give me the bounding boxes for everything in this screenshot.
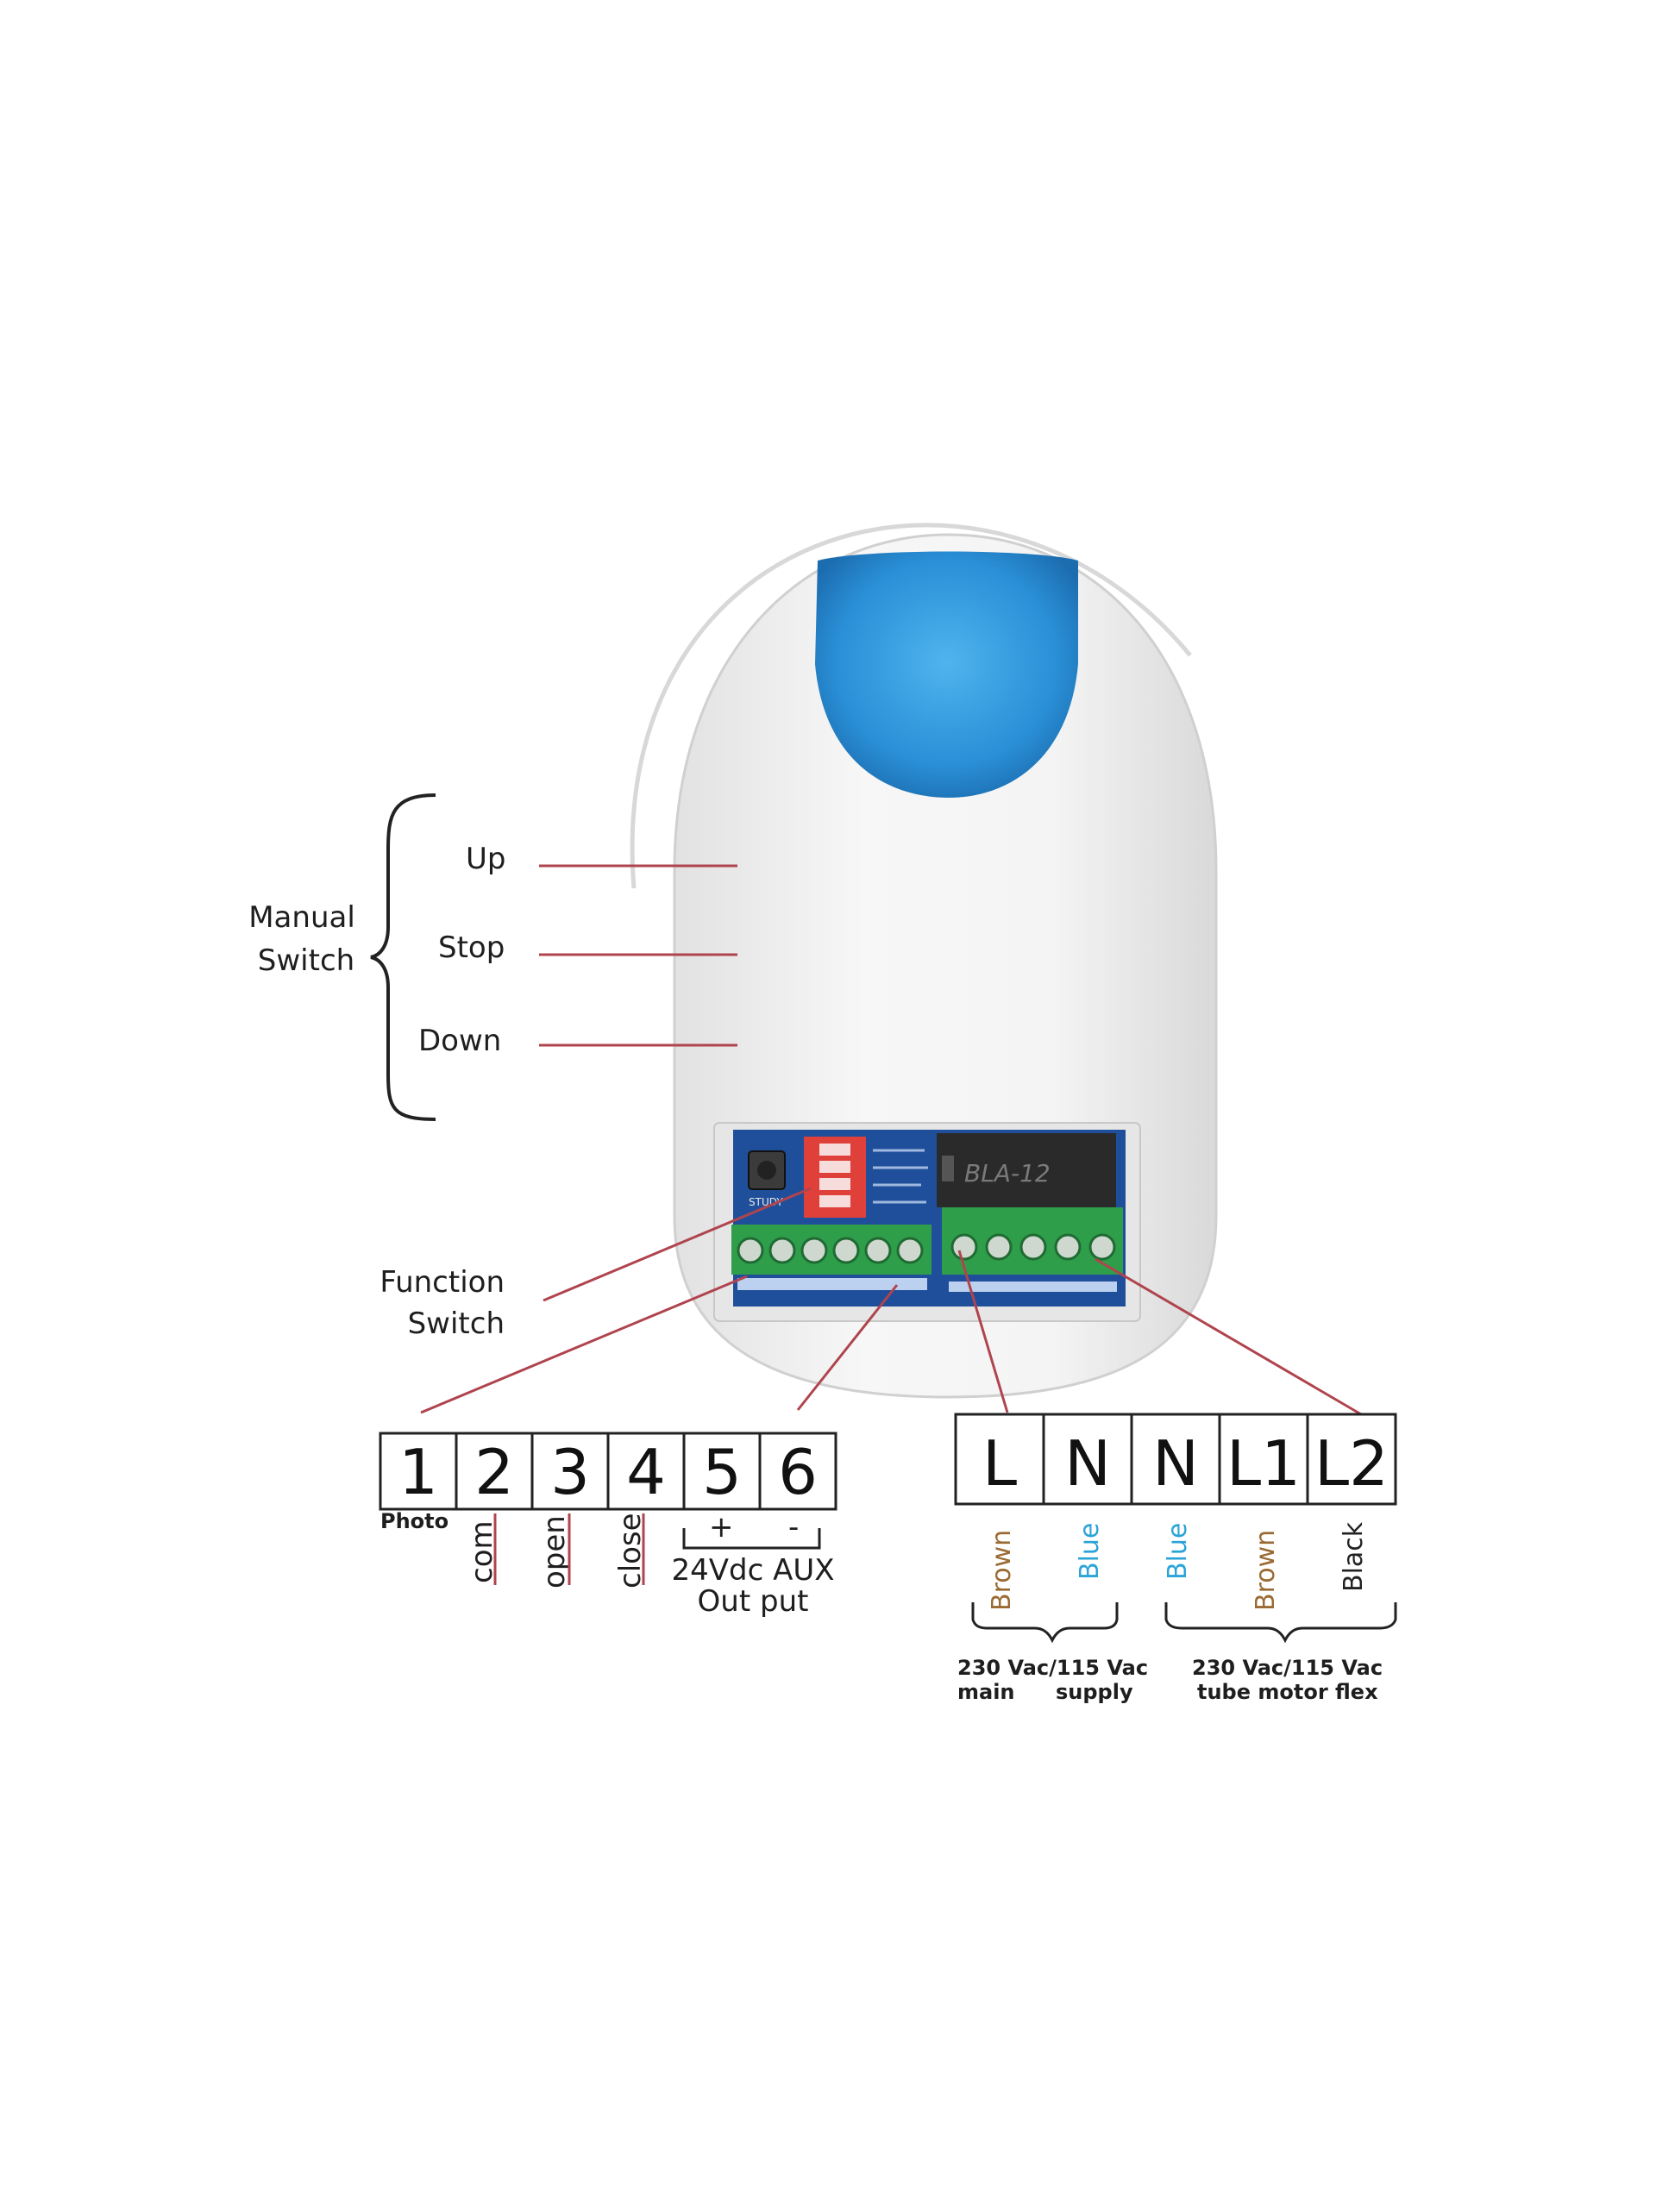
label-up: Up	[466, 842, 505, 876]
right-terminal-cell	[1042, 1413, 1133, 1506]
blue-cap	[815, 551, 1078, 798]
relay-label: BLA-12	[964, 1159, 1051, 1187]
antenna-wire	[630, 523, 1192, 889]
left-terminal-cell	[758, 1432, 837, 1511]
manual-switch-title: Manual	[248, 900, 355, 935]
right-terminal-letter: L1	[1226, 1427, 1301, 1500]
function-switch-leader	[543, 1187, 812, 1302]
left-screw	[864, 1237, 892, 1264]
photo-label: Photo	[380, 1509, 448, 1533]
motor-line-1: 230 Vac/115 Vac	[1192, 1656, 1383, 1680]
left-terminal-cell	[682, 1432, 762, 1511]
right-screw	[1088, 1233, 1116, 1261]
left-table-leader-1	[420, 1275, 748, 1414]
left-terminal-cell	[530, 1432, 610, 1511]
motor-brace	[1164, 1602, 1397, 1644]
right-terminal-legend	[949, 1281, 1117, 1292]
wire-label-blue: Blue	[1075, 1523, 1105, 1580]
study-label: STUDY	[749, 1196, 783, 1208]
left-terminal-cell	[455, 1432, 534, 1511]
left-screws	[737, 1237, 924, 1264]
right-terminal-letter: N	[1152, 1427, 1199, 1500]
right-screw	[1019, 1233, 1047, 1261]
dip-switch[interactable]	[804, 1137, 866, 1218]
right-terminal-letter: N	[1064, 1427, 1111, 1500]
right-terminal-cell	[1130, 1413, 1221, 1506]
relay	[937, 1133, 1116, 1207]
right-table-leader-2	[1095, 1257, 1362, 1416]
dip-legend-lines	[873, 1149, 928, 1204]
right-screws	[950, 1233, 1116, 1261]
left-terminal-number: 1	[398, 1436, 438, 1508]
supply-main: main	[957, 1680, 1015, 1704]
wire-label-brown: Brown	[987, 1530, 1017, 1611]
label-down: Down	[418, 1024, 501, 1058]
wire-label-blue: Blue	[1163, 1523, 1193, 1580]
function-switch-label: Function	[380, 1265, 505, 1300]
right-terminal-letter: L	[982, 1427, 1017, 1500]
left-screw	[832, 1237, 860, 1264]
left-terminal-number: 2	[474, 1436, 514, 1508]
manual-switch-annotation: Manual Switch Up Stop Down	[248, 793, 737, 1121]
relay-fuse	[942, 1156, 954, 1181]
manual-switch-title-2: Switch	[258, 943, 354, 978]
right-screw	[985, 1233, 1013, 1261]
function-switch-label-2: Switch	[408, 1307, 505, 1341]
aux-bracket	[682, 1528, 821, 1550]
left-terminal-number: 4	[626, 1436, 666, 1508]
aux-plus: +	[709, 1510, 734, 1545]
open-label: open	[537, 1515, 572, 1589]
study-button-cap	[757, 1161, 776, 1180]
right-screw	[950, 1233, 978, 1261]
underlines	[493, 1513, 645, 1585]
supply-supply: supply	[1056, 1680, 1133, 1704]
com-label: com	[465, 1520, 499, 1583]
left-terminal-cell	[379, 1432, 458, 1511]
aux-line-2: Out put	[698, 1584, 809, 1619]
wire-label-brown: Brown	[1251, 1530, 1281, 1611]
wire-label-black: Black	[1339, 1521, 1369, 1592]
aux-line-1: 24Vdc AUX	[671, 1553, 834, 1588]
left-screw	[768, 1237, 796, 1264]
left-screw	[737, 1237, 764, 1264]
left-terminal-number: 3	[550, 1436, 590, 1508]
right-terminal-cell	[1306, 1413, 1397, 1506]
close-label: close	[613, 1513, 648, 1589]
right-screw	[1054, 1233, 1082, 1261]
right-terminal-letter: L2	[1314, 1427, 1389, 1500]
motor-line-2: tube motor flex	[1197, 1680, 1378, 1704]
wire-color-labels: Brown Blue Blue Brown Black	[987, 1521, 1369, 1611]
label-stop: Stop	[438, 931, 505, 965]
left-terminal-legend	[737, 1278, 927, 1290]
supply-brace	[971, 1602, 1119, 1644]
left-terminal-number: 6	[778, 1436, 818, 1508]
left-screw	[896, 1237, 924, 1264]
supply-line-1: 230 Vac/115 Vac	[957, 1656, 1148, 1680]
receiver-housing: STUDY BLA-12	[673, 533, 1218, 1399]
manual-switch-brace	[370, 793, 436, 1121]
function-switch-annotation: Function Switch	[380, 1187, 812, 1341]
left-terminal-number: 5	[702, 1436, 742, 1508]
right-terminal-cell	[1218, 1413, 1309, 1506]
aux-minus: -	[788, 1510, 799, 1545]
right-table-leader-1	[957, 1250, 1009, 1413]
right-terminal-cell	[954, 1413, 1045, 1506]
left-table-leader-2	[796, 1284, 899, 1411]
left-screw	[800, 1237, 828, 1264]
